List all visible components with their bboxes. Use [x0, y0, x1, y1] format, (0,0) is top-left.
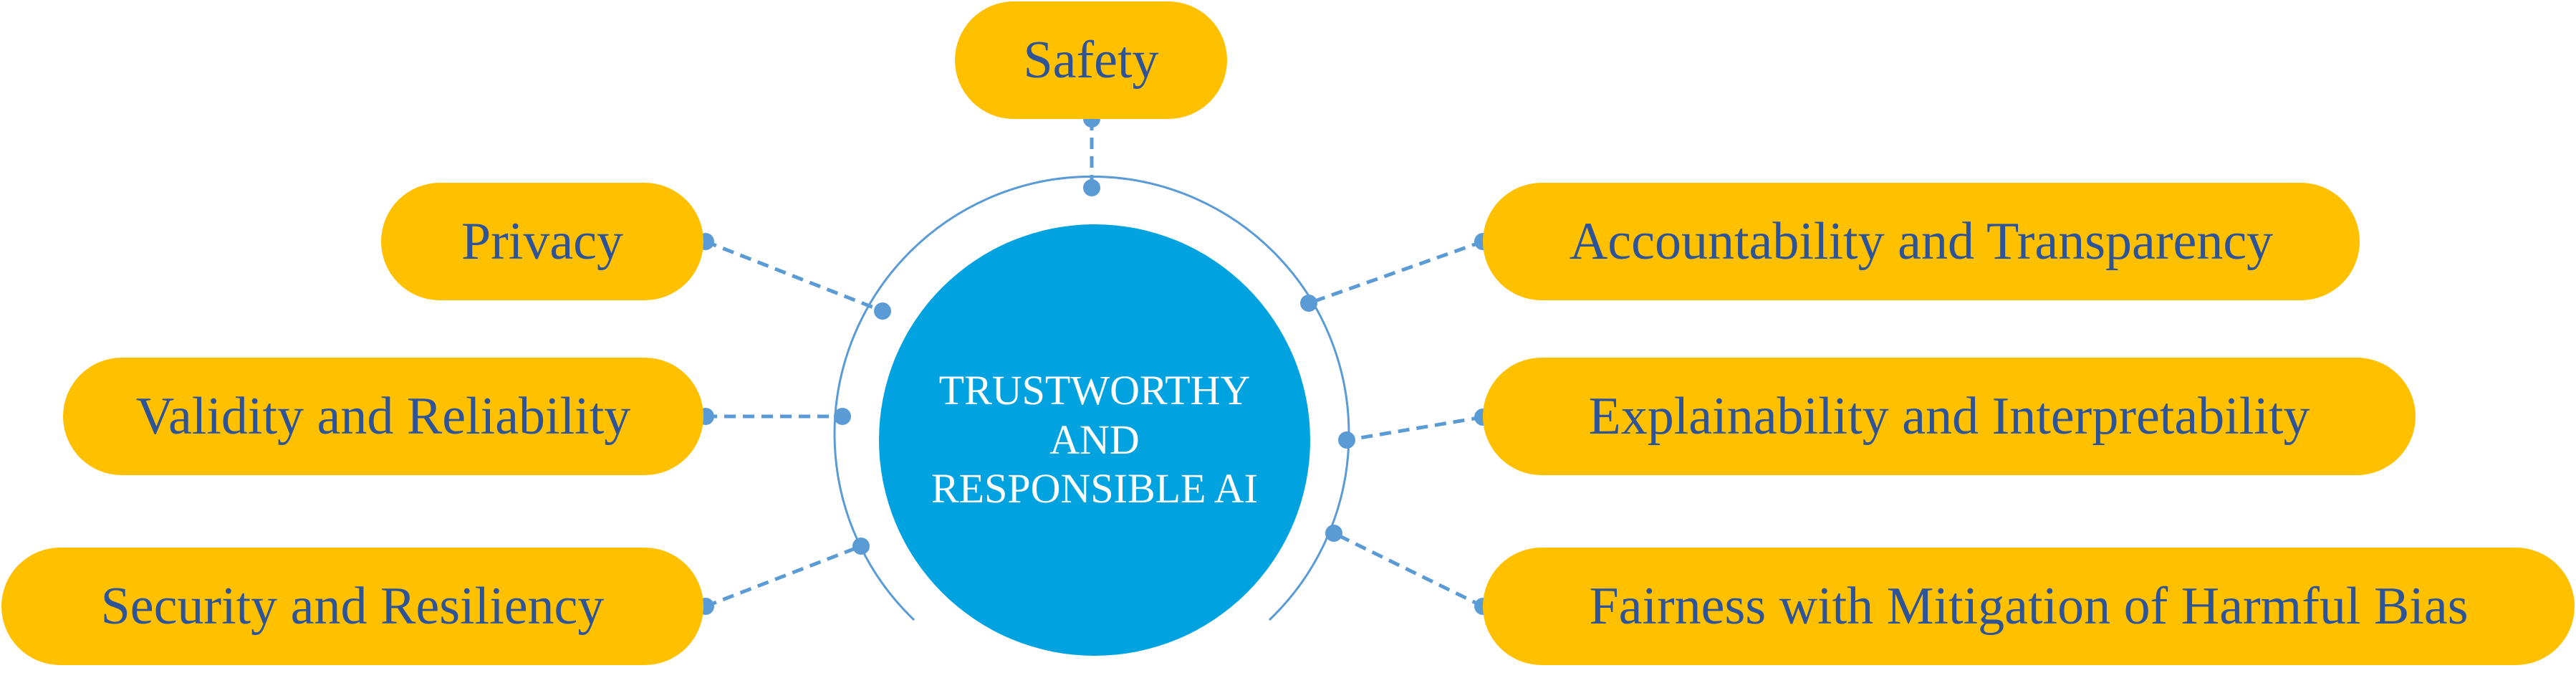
center-title-line-1: TRUSTWORTHY — [938, 367, 1251, 414]
connector-fairness — [1332, 531, 1484, 608]
pill-validity-reliability-label: Validity and Reliability — [135, 386, 631, 446]
connector-explainability — [1346, 415, 1484, 442]
dot-security-ring — [852, 538, 870, 555]
pill-accountability-transparency-label: Accountability and Transparency — [1569, 211, 2274, 271]
pill-safety-label: Safety — [1023, 30, 1159, 90]
center-title-line-2: AND — [1049, 416, 1140, 463]
dot-safety-ring — [1083, 179, 1100, 196]
dot-fairness-ring — [1325, 525, 1342, 542]
pill-privacy: Privacy — [381, 183, 703, 300]
pill-safety: Safety — [955, 1, 1227, 119]
pill-accountability-transparency: Accountability and Transparency — [1483, 183, 2360, 300]
pill-security-resiliency: Security and Resiliency — [1, 548, 703, 665]
connector-security — [705, 544, 862, 608]
pill-fairness-bias-label: Fairness with Mitigation of Harmful Bias — [1589, 576, 2469, 636]
dot-explainability-ring — [1338, 431, 1355, 449]
center-circle: TRUSTWORTHY AND RESPONSIBLE AI — [879, 224, 1310, 656]
center-title-line-3: RESPONSIBLE AI — [931, 465, 1258, 512]
connector-privacy — [705, 239, 883, 313]
pill-explainability-interpretability: Explainability and Interpretability — [1483, 358, 2416, 475]
pill-explainability-interpretability-label: Explainability and Interpretability — [1588, 386, 2310, 446]
dot-accountability-ring — [1300, 295, 1317, 312]
pill-privacy-label: Privacy — [461, 211, 624, 271]
pill-fairness-bias: Fairness with Mitigation of Harmful Bias — [1483, 548, 2575, 665]
dot-validity-ring — [834, 408, 851, 425]
pill-validity-reliability: Validity and Reliability — [63, 358, 703, 475]
pill-security-resiliency-label: Security and Resiliency — [100, 576, 605, 636]
dot-privacy-ring — [874, 302, 891, 320]
connector-accountability — [1308, 239, 1484, 305]
